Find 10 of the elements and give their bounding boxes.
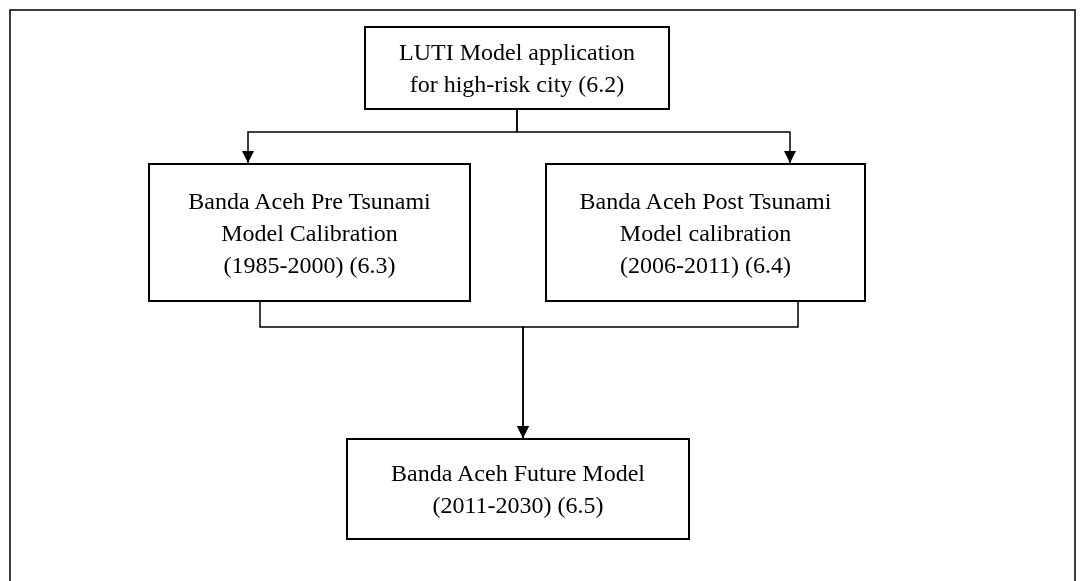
arrow [517, 301, 799, 439]
arrow [516, 109, 796, 164]
box-label: LUTI Model application for high-risk city (6.2) [398, 38, 636, 99]
process-box [346, 438, 690, 540]
process-box [148, 163, 471, 302]
box-label: Banda Aceh Future Model (2011-2030) (6.5) [390, 459, 646, 520]
box-label: Banda Aceh Post Tsunami Model calibration (2006-2011) (6.4) [578, 186, 833, 280]
process-box [545, 163, 866, 302]
box-label: Banda Aceh Pre Tsunami Model Calibration (1985-2000) (6.3) [187, 186, 432, 280]
process-box [364, 26, 670, 110]
